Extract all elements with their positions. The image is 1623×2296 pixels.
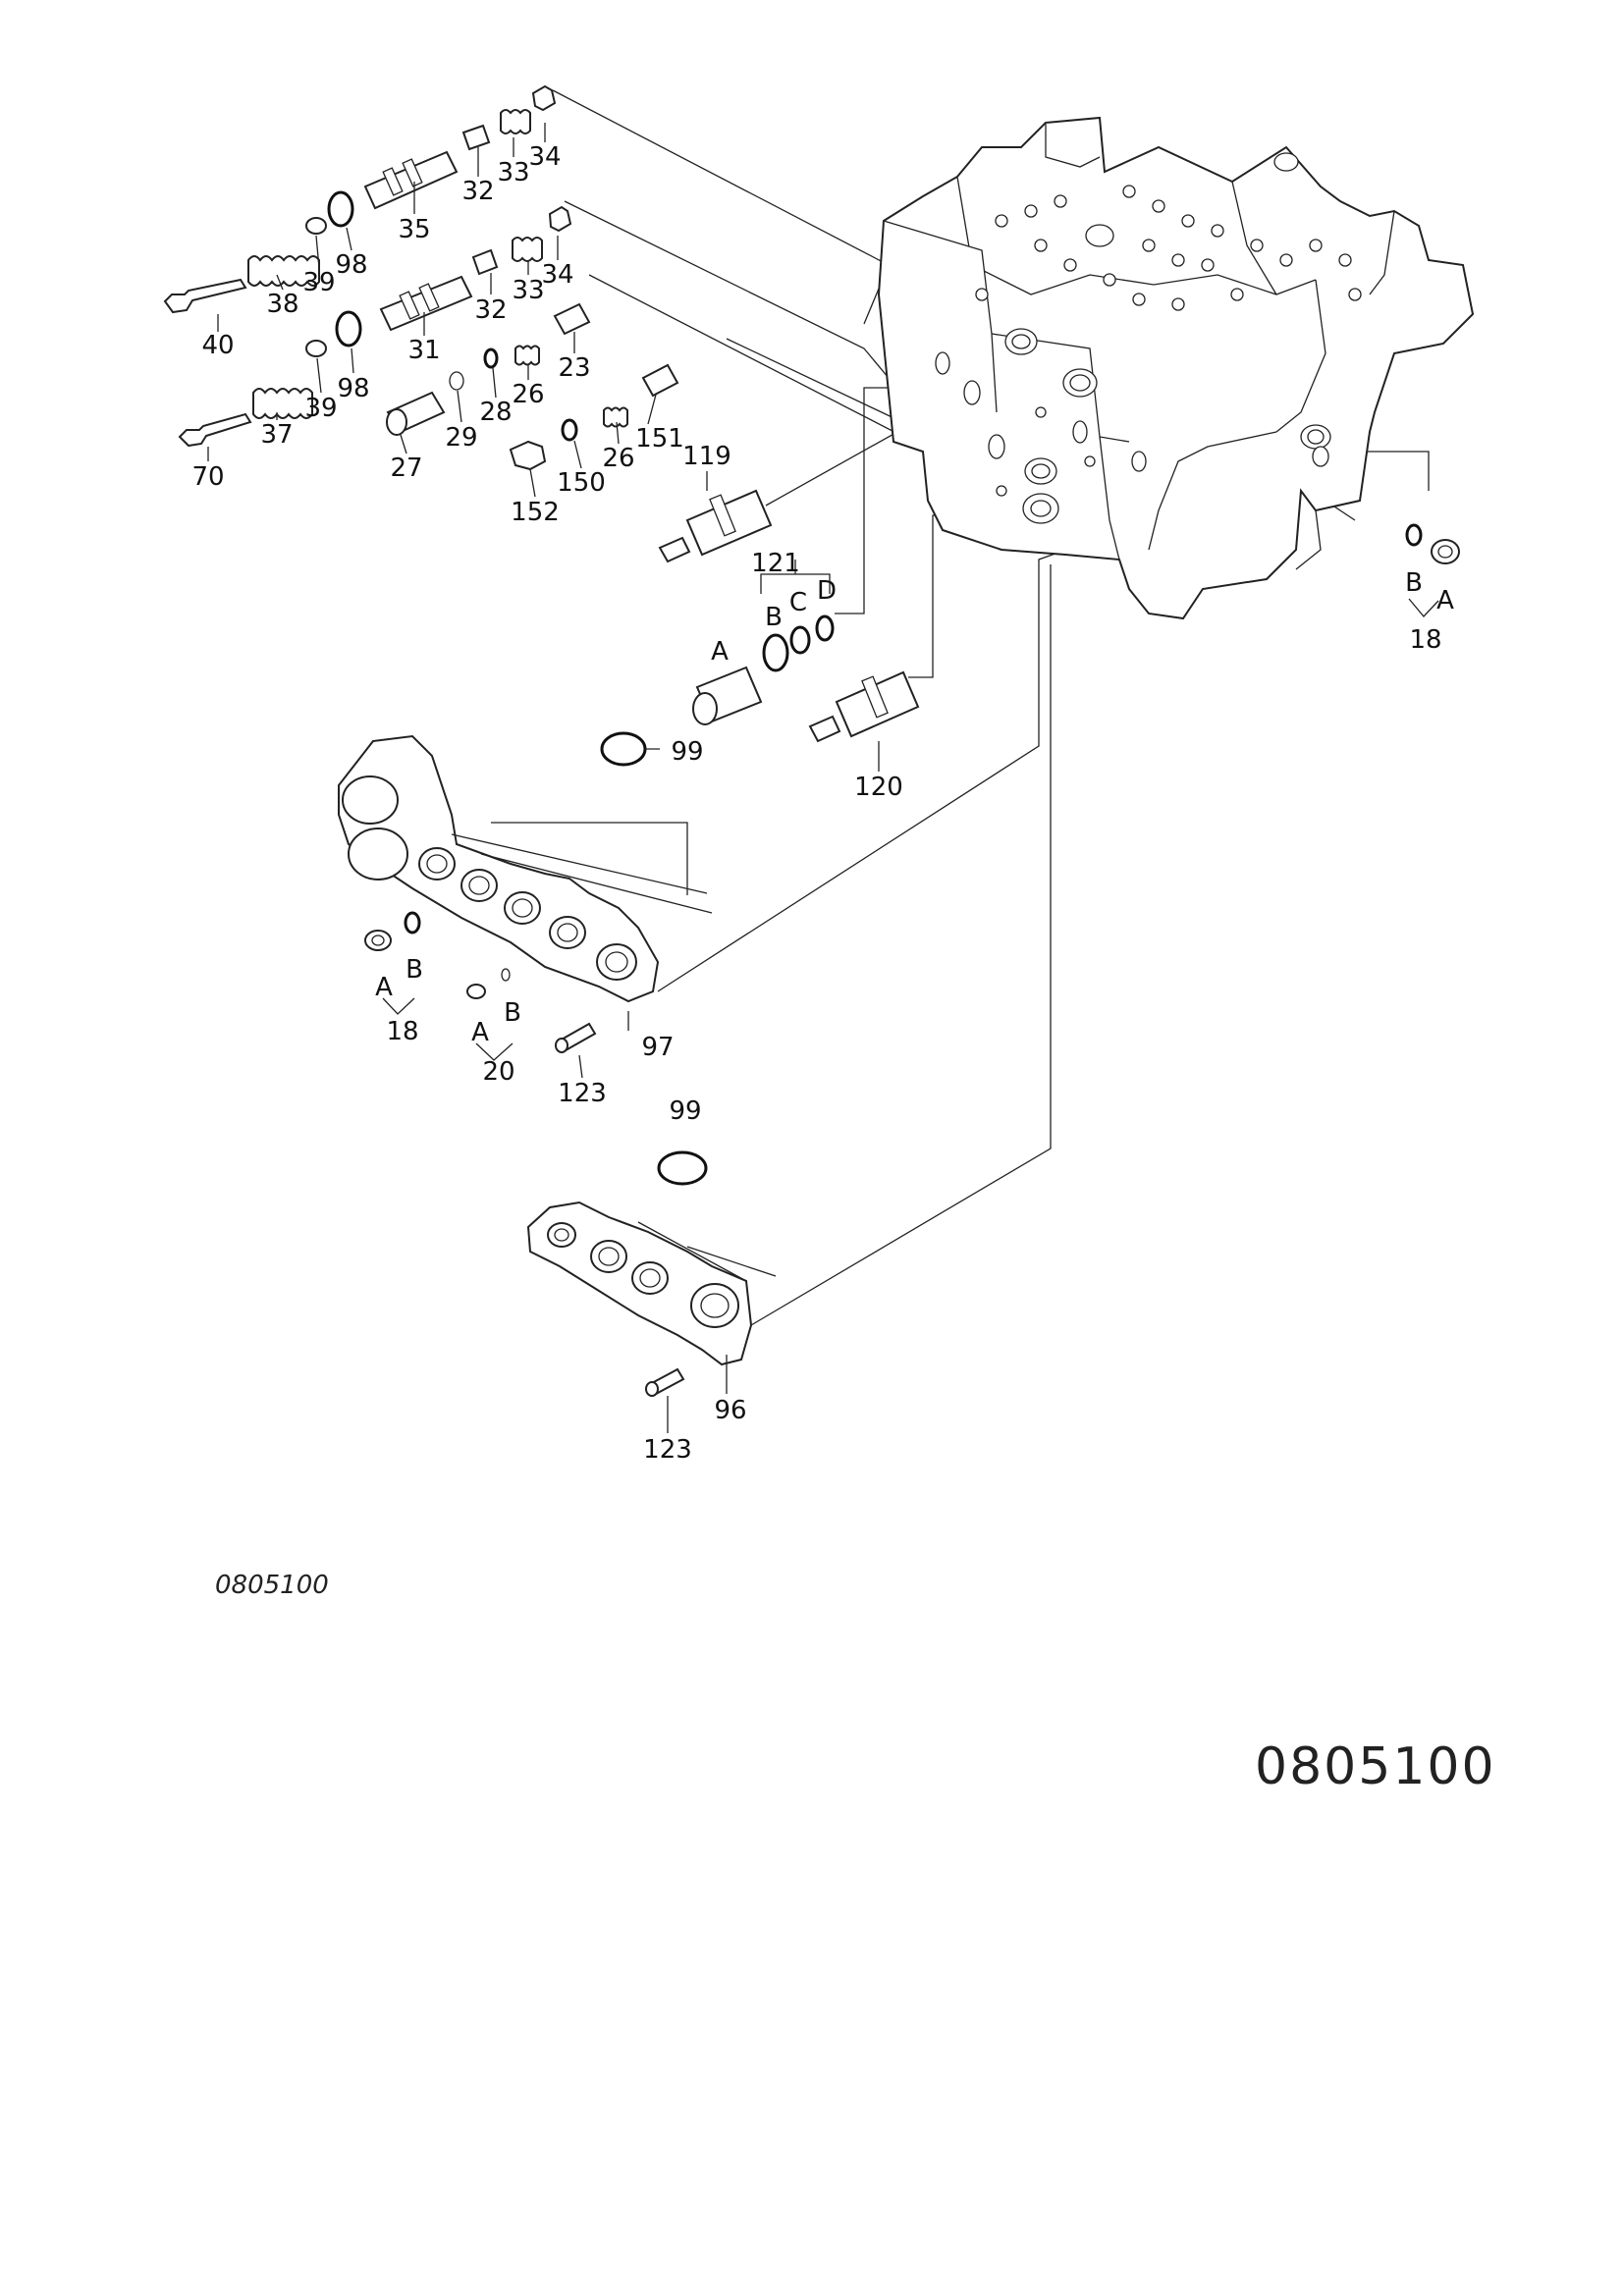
- label-96: 96: [714, 1396, 746, 1425]
- label-123: 123: [643, 1435, 692, 1465]
- label-18: 18: [386, 1017, 418, 1046]
- part-labels: 34 33 32 35 98 39 38 40 34 33 32 31 98 3…: [191, 142, 1454, 1465]
- drawing-id-large: 0805100: [1255, 1737, 1496, 1796]
- label-29: 29: [445, 423, 477, 453]
- label-32: 32: [474, 295, 507, 325]
- label-119: 119: [682, 442, 731, 471]
- label-70: 70: [191, 462, 224, 492]
- label-27: 27: [390, 454, 422, 483]
- label-37: 37: [260, 420, 293, 450]
- label-121-A: A: [711, 637, 729, 667]
- label-38: 38: [266, 290, 298, 319]
- label-20-A: A: [471, 1018, 489, 1047]
- label-23: 23: [558, 353, 590, 383]
- label-35: 35: [398, 215, 430, 244]
- label-40: 40: [201, 331, 234, 360]
- label-33: 33: [497, 158, 529, 187]
- cover-96: [526, 1150, 777, 1366]
- label-120: 120: [854, 773, 903, 802]
- plug-20: [466, 968, 511, 999]
- label-97: 97: [641, 1033, 674, 1062]
- label-121-B: B: [765, 603, 783, 632]
- label-18: 18: [1409, 625, 1441, 655]
- label-99: 99: [669, 1096, 701, 1126]
- label-20: 20: [482, 1057, 514, 1087]
- plug-assembly-152: [509, 363, 679, 471]
- bolt-123-lower: [645, 1367, 685, 1397]
- spool-assembly-upper: [163, 84, 557, 314]
- label-123: 123: [558, 1079, 607, 1108]
- cover-97: [338, 731, 713, 1003]
- control-valve-body: [877, 116, 1475, 620]
- label-99: 99: [671, 737, 703, 767]
- label-39: 39: [302, 268, 335, 297]
- label-98: 98: [337, 374, 369, 403]
- label-34: 34: [528, 142, 561, 172]
- label-18-B: B: [406, 955, 423, 985]
- label-121-C: C: [789, 588, 807, 617]
- label-151: 151: [635, 424, 684, 454]
- label-32: 32: [461, 177, 494, 206]
- drawing-id-small: 0805100: [215, 1571, 329, 1600]
- plug-18-left: [364, 911, 421, 951]
- plug-assembly-27: [386, 302, 591, 436]
- relief-valve-119: [658, 489, 773, 563]
- plug-18-right: [1405, 523, 1460, 564]
- label-28: 28: [479, 398, 512, 427]
- label-31: 31: [407, 336, 440, 365]
- label-20-B: B: [504, 998, 521, 1028]
- label-34: 34: [541, 260, 573, 290]
- spool-assembly-middle: [178, 205, 572, 448]
- label-18-B: B: [1405, 568, 1423, 598]
- bolt-123-upper: [555, 1022, 597, 1053]
- label-26: 26: [512, 380, 544, 409]
- relief-valve-121: [692, 614, 835, 725]
- label-18-A: A: [1436, 586, 1454, 615]
- label-152: 152: [511, 498, 560, 527]
- label-26: 26: [602, 444, 634, 473]
- label-98: 98: [335, 250, 367, 280]
- label-150: 150: [557, 468, 606, 498]
- relief-valve-120: [808, 670, 920, 743]
- label-18-A: A: [375, 973, 393, 1002]
- callout-brackets: [382, 560, 1439, 1061]
- label-leader-stubs: [207, 123, 880, 1433]
- label-33: 33: [512, 276, 544, 305]
- label-121: 121: [751, 549, 800, 578]
- valve-ports: [935, 152, 1362, 524]
- label-121-D: D: [817, 576, 837, 606]
- label-39: 39: [304, 394, 337, 423]
